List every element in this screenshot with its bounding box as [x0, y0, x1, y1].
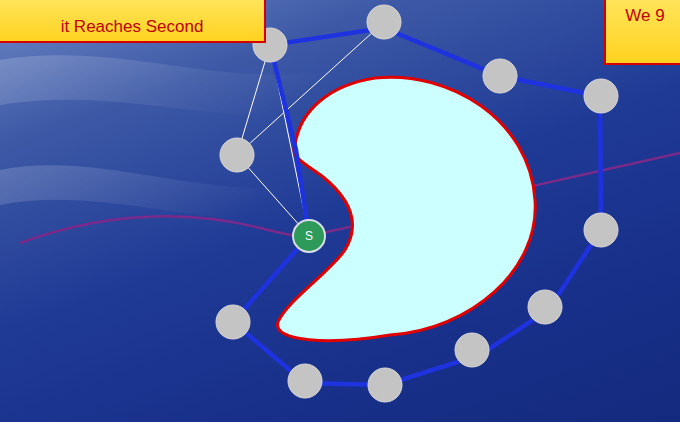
sensor-node: [584, 79, 618, 113]
water-streak: [0, 55, 340, 115]
sensor-node: [216, 305, 250, 339]
sensor-node: [483, 59, 517, 93]
water-streak: [0, 165, 300, 218]
obstacle-hole: [278, 77, 536, 340]
node-label: it Reaches Second: [0, 17, 264, 37]
sensor-node: [220, 138, 254, 172]
callout-box: We 9: [604, 0, 680, 65]
sensor-nodes: [216, 5, 618, 402]
node-label: We 9: [625, 6, 665, 26]
node-label: S: [305, 229, 313, 243]
sensor-node: [584, 213, 618, 247]
source-node: S: [292, 219, 326, 253]
sensor-node: [528, 290, 562, 324]
sensor-node: [455, 333, 489, 367]
sensor-node: [367, 5, 401, 39]
sensor-node: [368, 368, 402, 402]
sensor-node: [288, 364, 322, 398]
callout-box: it Reaches Second: [0, 0, 266, 43]
boundary-path: [233, 28, 601, 385]
radio-links: [237, 22, 384, 236]
